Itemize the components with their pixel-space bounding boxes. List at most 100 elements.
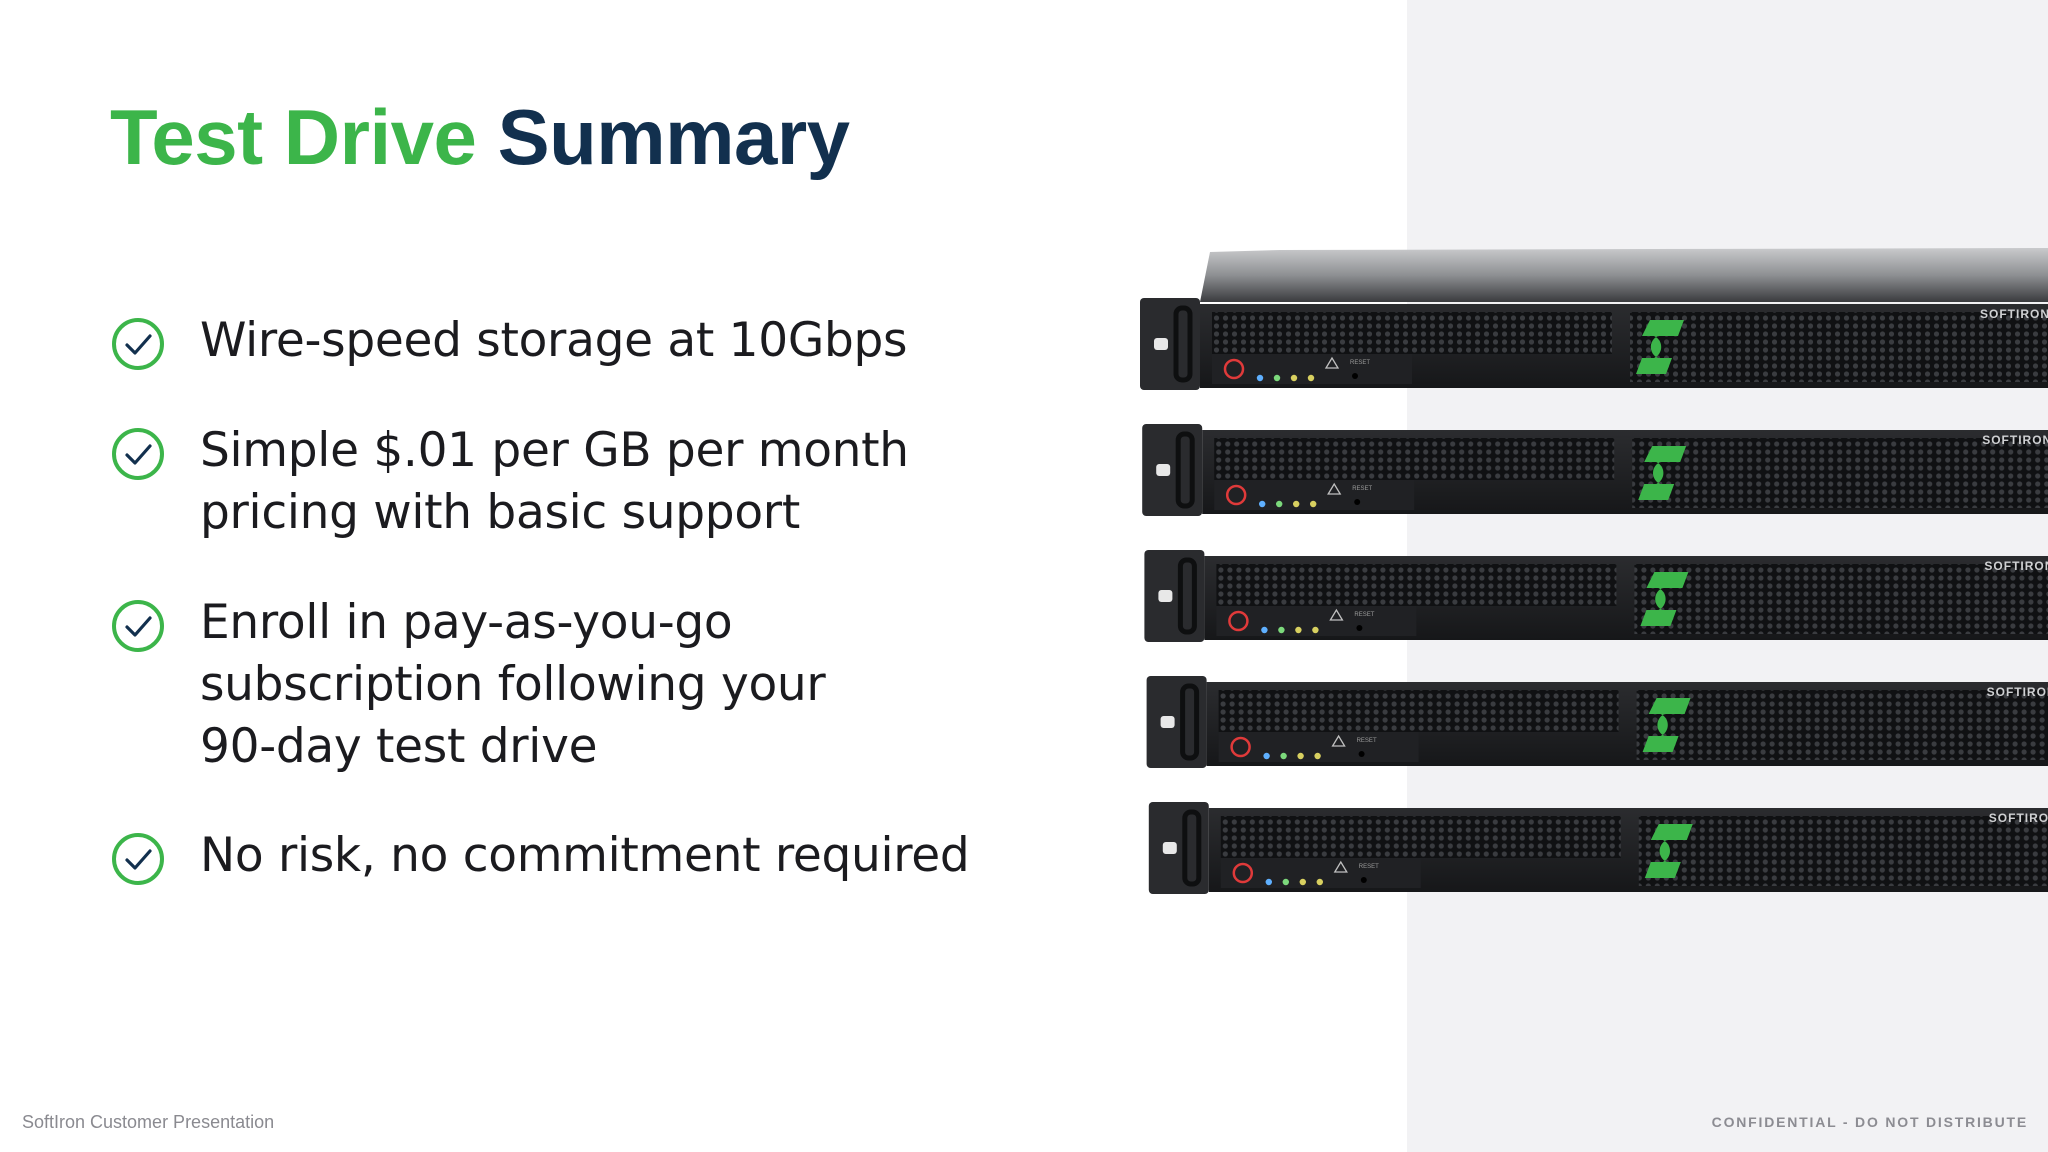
softiron-logo-icon: [1638, 446, 1687, 500]
warning-icon: [1327, 482, 1342, 495]
server-unit: RESET SOFTIRON: [1142, 424, 2048, 516]
server-top-lid: [1200, 248, 2048, 302]
softiron-logo-icon: [1640, 572, 1689, 626]
bullet-text: Wire-speed storage at 10Gbps: [200, 310, 908, 372]
ear-slot: [1154, 338, 1168, 350]
reset-button: [1358, 751, 1365, 757]
reset-button: [1352, 373, 1358, 379]
footer-presentation-label: SoftIron Customer Presentation: [22, 1112, 275, 1132]
power-button-icon: [1230, 736, 1251, 758]
status-led-icon: [1295, 626, 1302, 634]
status-led-icon: [1316, 878, 1323, 886]
reset-label: RESET: [1352, 486, 1372, 492]
status-led-icon: [1263, 752, 1270, 760]
softiron-logo-icon: [1636, 320, 1684, 374]
footer-confidential-label: CONFIDENTIAL - DO NOT DISTRIBUTE: [1711, 1114, 2028, 1130]
server-unit: RESET SOFTIRON: [1140, 298, 2048, 390]
bullet-text: Simple $.01 per GB per month pricing wit…: [200, 420, 909, 544]
status-led-icon: [1297, 752, 1304, 760]
check-circle-icon: [112, 600, 164, 652]
brand-label: SOFTIRON: [1984, 559, 2048, 573]
bullet-line: Enroll in pay-as-you-go: [200, 595, 733, 650]
reset-label: RESET: [1357, 738, 1377, 744]
ear-slot: [1160, 716, 1175, 728]
slide-title: Test Drive Summary: [110, 92, 850, 183]
status-led-icon: [1261, 626, 1268, 634]
reset-label: RESET: [1359, 864, 1379, 870]
vent-mesh: [1212, 312, 1612, 354]
rack-ear: [1144, 550, 1205, 642]
status-led-icon: [1273, 374, 1281, 382]
check-circle-icon: [112, 318, 164, 370]
warning-icon: [1333, 860, 1348, 873]
brand-label: SOFTIRON: [1987, 685, 2048, 699]
brand-label: SOFTIRON: [1982, 433, 2048, 447]
status-led-icon: [1290, 374, 1298, 382]
bullet-item: Simple $.01 per GB per month pricing wit…: [110, 420, 909, 544]
ear-slot: [1156, 464, 1171, 476]
softiron-logo-icon: [1644, 824, 1693, 878]
bullet-line: subscription following your: [200, 657, 826, 712]
warning-icon: [1324, 356, 1340, 369]
status-led-icon: [1310, 500, 1317, 508]
server-unit: RESET SOFTIRON: [1148, 802, 2048, 894]
bullet-text: No risk, no commitment required: [200, 825, 970, 887]
warning-icon: [1329, 608, 1344, 621]
rack-ear: [1140, 298, 1200, 390]
status-led-icon: [1293, 500, 1300, 508]
title-main: Summary: [497, 93, 851, 181]
vent-mesh-right: [1630, 312, 2048, 382]
status-led-icon: [1276, 500, 1283, 508]
status-led-icon: [1256, 374, 1264, 382]
status-led-icon: [1280, 752, 1287, 760]
bullet-line: No risk, no commitment required: [200, 828, 970, 883]
handle-icon: [1173, 305, 1193, 383]
brand-label: SOFTIRON: [1989, 811, 2048, 825]
bullet-line: Wire-speed storage at 10Gbps: [200, 313, 908, 368]
vent-mesh: [1214, 438, 1615, 480]
ear-slot: [1162, 842, 1177, 854]
bullet-line: 90-day test drive: [200, 719, 598, 774]
vent-mesh: [1220, 816, 1621, 858]
reset-button: [1354, 499, 1361, 505]
status-led-icon: [1312, 626, 1319, 634]
vent-mesh-right: [1638, 816, 2048, 886]
status-led-icon: [1314, 752, 1321, 760]
power-button-icon: [1225, 484, 1247, 506]
vent-mesh-right: [1632, 438, 2048, 508]
rack-ear: [1148, 802, 1209, 894]
reset-button: [1356, 625, 1363, 631]
status-led-icon: [1278, 626, 1285, 634]
ear-slot: [1158, 590, 1173, 602]
check-circle-icon: [112, 428, 164, 480]
bullet-line: pricing with basic support: [200, 485, 800, 540]
server-stack-illustration: RESET SOFTIRON RESET SOFTIRON RESET SOFTIRON R…: [1140, 248, 2048, 894]
handle-icon: [1182, 809, 1202, 887]
handle-icon: [1180, 683, 1200, 761]
status-led-icon: [1299, 878, 1306, 886]
reset-button: [1360, 877, 1367, 883]
handle-icon: [1175, 431, 1195, 509]
status-led-icon: [1282, 878, 1289, 886]
softiron-logo-icon: [1642, 698, 1691, 752]
bullet-text: Enroll in pay-as-you-go subscription fol…: [200, 592, 826, 778]
status-led-icon: [1265, 878, 1272, 886]
status-led-icon: [1307, 374, 1315, 382]
vent-mesh-right: [1634, 564, 2048, 634]
bullet-line: Simple $.01 per GB per month: [200, 423, 909, 478]
rack-ear: [1142, 424, 1203, 516]
server-unit: RESET SOFTIRON: [1146, 676, 2048, 768]
bullet-item: No risk, no commitment required: [110, 825, 970, 887]
brand-label: SOFTIRON: [1980, 307, 2048, 321]
bullet-item: Enroll in pay-as-you-go subscription fol…: [110, 592, 826, 778]
vent-mesh: [1218, 690, 1619, 732]
power-button-icon: [1223, 358, 1245, 380]
power-button-icon: [1228, 610, 1249, 632]
vent-mesh-right: [1636, 690, 2048, 760]
warning-icon: [1331, 734, 1346, 747]
title-highlight: Test Drive: [110, 93, 477, 181]
reset-label: RESET: [1350, 360, 1370, 366]
power-button-icon: [1232, 862, 1254, 884]
